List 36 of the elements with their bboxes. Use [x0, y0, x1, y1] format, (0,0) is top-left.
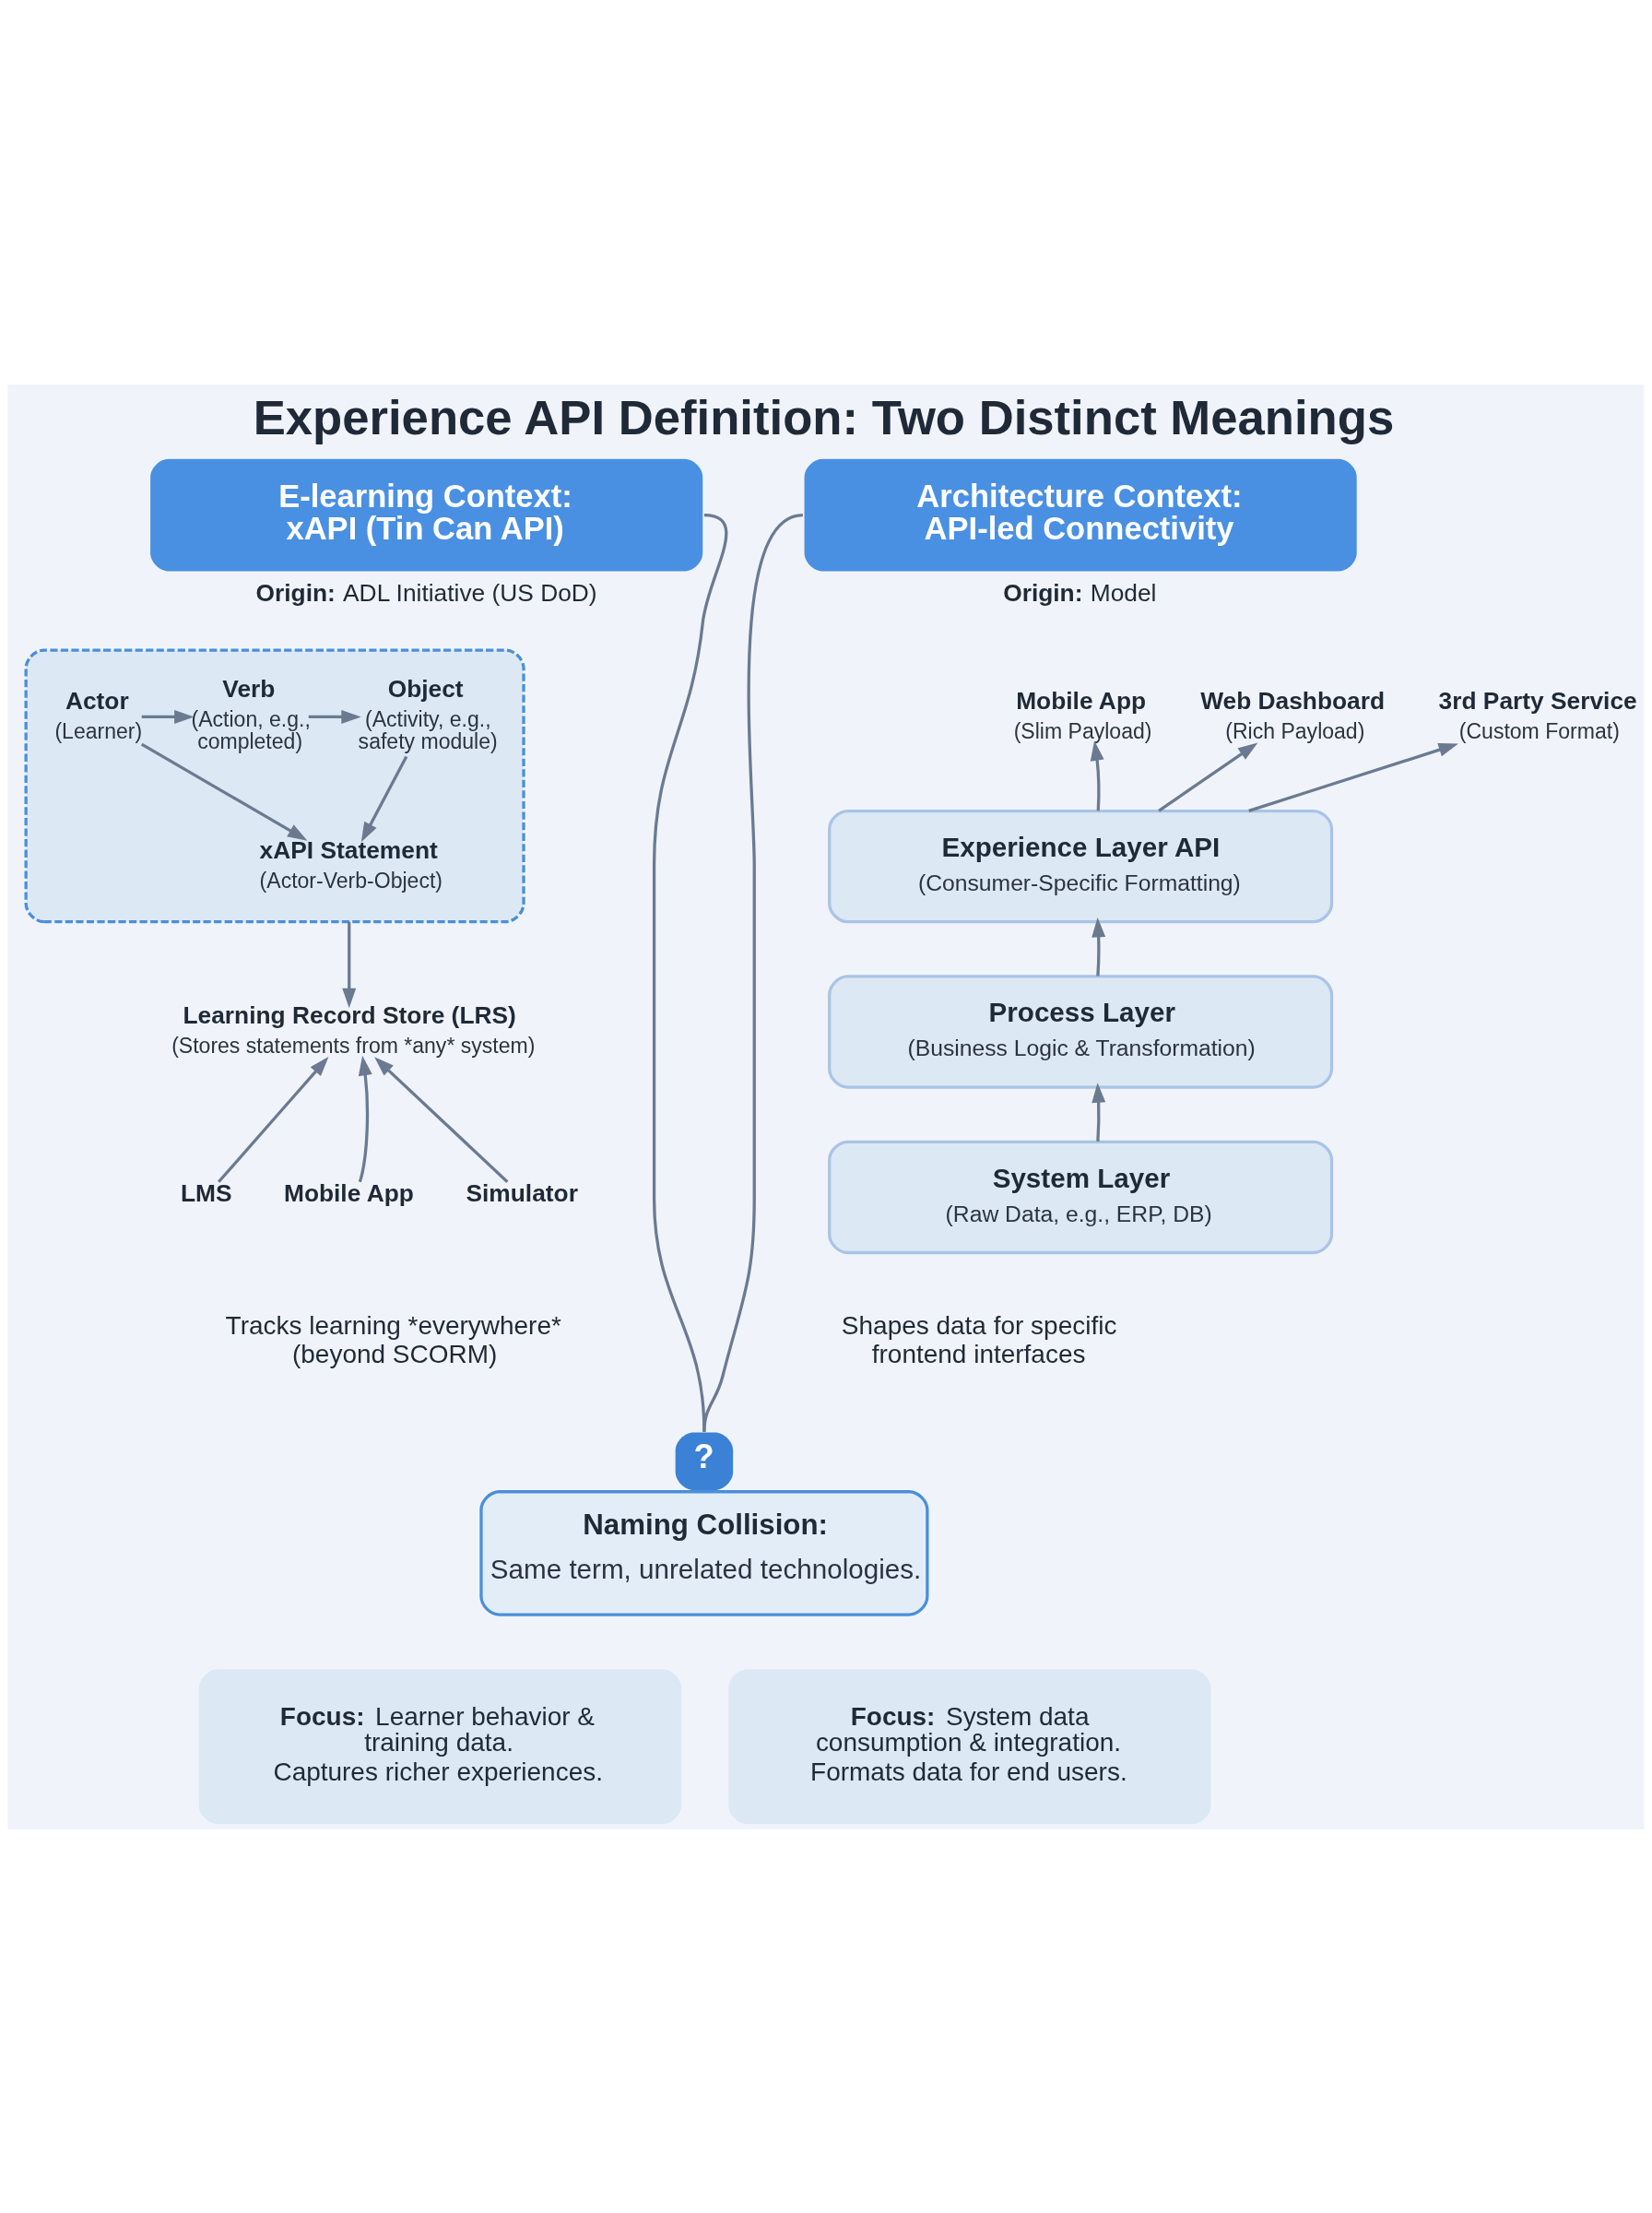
node-text: Actor (Learner)	[54, 686, 143, 743]
node-text: 3rd Party Service (Custom Format)	[1438, 686, 1637, 743]
arrow	[360, 755, 408, 842]
node-text: Learning Record Store (LRS) (Stores statements from *any* system)	[171, 1000, 536, 1058]
arrow	[141, 709, 195, 724]
label: Tracks learning *everywhere* (beyond SCORM)	[225, 1310, 561, 1368]
node-label: Origin: Model	[1003, 578, 1157, 607]
node-text: LMS	[181, 1178, 232, 1207]
node-box: Process Layer (Business Logic & Transformation)	[828, 974, 1334, 1089]
arrow	[218, 1056, 329, 1183]
node-text: Verb (Action, e.g., completed)	[191, 674, 311, 753]
arrow	[1158, 741, 1258, 812]
connector	[702, 513, 804, 1432]
arrow	[1092, 1082, 1106, 1142]
arrow	[358, 1055, 372, 1182]
node-box: System Layer (Raw Data, e.g., ERP, DB)	[828, 1140, 1334, 1254]
node-box: Architecture Context: API-led Connectivity	[804, 458, 1357, 571]
node-text: xAPI Statement (Actor-Verb-Object)	[259, 835, 442, 893]
arrow	[308, 709, 361, 724]
node-text: Web Dashboard (Rich Payload)	[1200, 686, 1386, 743]
diagram-title: Experience API Definition: Two Distinct Meanings	[253, 389, 1395, 444]
node-box: Experience Layer API (Consumer-Specific Formatting)	[828, 809, 1334, 923]
cluster	[24, 647, 525, 923]
arrow	[140, 742, 308, 841]
node-text: Mobile App (Slim Payload)	[1013, 686, 1152, 743]
node-text: Mobile App	[283, 1178, 414, 1207]
arrow	[342, 921, 357, 1008]
node-box: E-learning Context: xAPI (Tin Can API)	[150, 458, 703, 571]
arrow	[1248, 742, 1458, 812]
node-text: Object (Activity, e.g., safety module)	[358, 674, 498, 753]
arrow	[1092, 917, 1106, 976]
arrow	[1090, 740, 1104, 811]
arrow	[374, 1056, 509, 1183]
node-label: Origin: ADL Initiative (US DoD)	[255, 578, 597, 607]
node-text: Simulator	[466, 1178, 578, 1207]
label: Shapes data for specific frontend interfaces	[841, 1310, 1117, 1368]
